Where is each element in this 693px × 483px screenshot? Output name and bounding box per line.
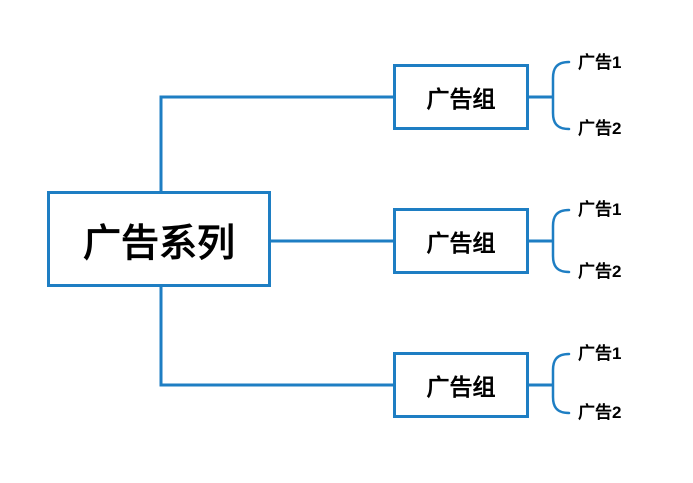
brace-group-2: [551, 208, 571, 274]
campaign-label: 广告系列: [82, 222, 235, 265]
ad-label-2-1: 广告1: [578, 200, 622, 219]
ad-group-label: 广告组: [426, 86, 496, 112]
campaign-box: 广告系列: [47, 191, 271, 287]
connector-root-to-group-1: [159, 95, 393, 191]
ad-group-box-2: 广告组: [393, 208, 529, 274]
brace-group-3: [551, 352, 571, 415]
ad-group-label: 广告组: [426, 230, 496, 256]
ad-label-1-1: 广告1: [578, 53, 622, 72]
ad-label-2-2: 广告2: [578, 262, 622, 281]
ad-label-3-1: 广告1: [578, 344, 622, 363]
ad-label-3-2: 广告2: [578, 403, 622, 422]
ad-label-1-2: 广告2: [578, 119, 622, 138]
connector-root-to-group-3: [159, 287, 393, 387]
ad-group-box-3: 广告组: [393, 352, 529, 418]
ad-group-box-1: 广告组: [393, 64, 529, 130]
ad-group-label: 广告组: [426, 374, 496, 400]
brace-group-1: [551, 60, 571, 131]
